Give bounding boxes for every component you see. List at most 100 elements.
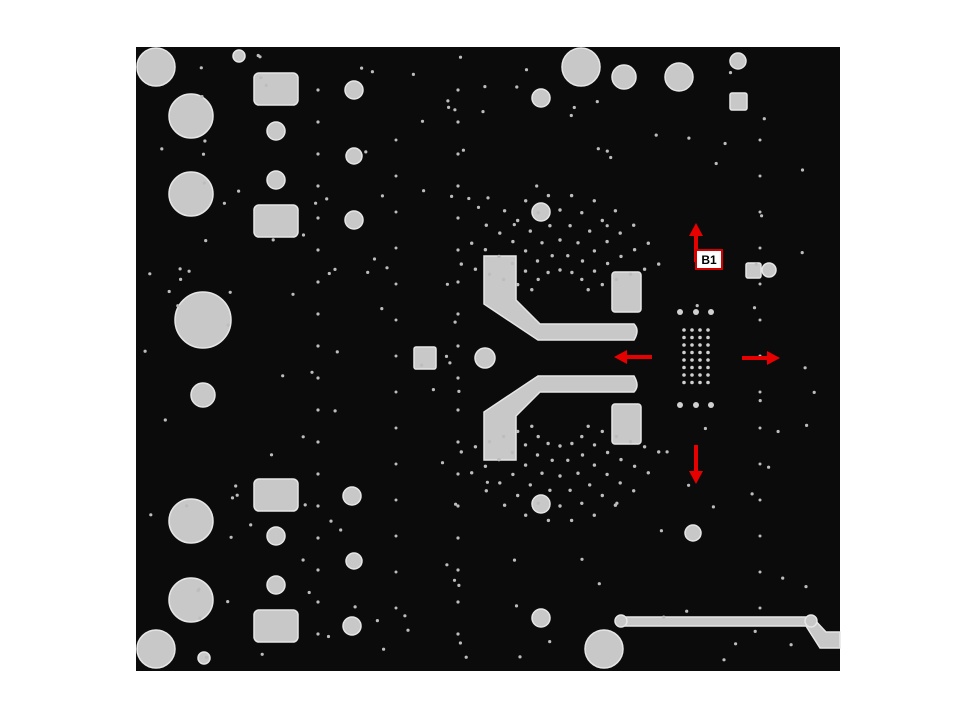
via (291, 292, 295, 296)
via (456, 632, 460, 636)
through-hole-pad (168, 93, 214, 139)
via (588, 483, 592, 487)
via (446, 99, 450, 103)
via (454, 502, 458, 506)
via (646, 471, 650, 475)
via (511, 239, 515, 244)
via (458, 55, 463, 59)
via (498, 481, 502, 485)
via (776, 429, 780, 434)
via (642, 445, 647, 449)
via (618, 481, 622, 485)
bga-ball (706, 380, 710, 385)
via-pad (664, 62, 694, 92)
via (456, 408, 460, 412)
via (301, 233, 306, 237)
bga-ball (698, 380, 702, 385)
bga-ball (693, 309, 699, 315)
via (665, 450, 669, 454)
via (580, 211, 584, 215)
via (226, 323, 230, 327)
rf-trace-lower (483, 375, 638, 461)
via (422, 189, 426, 193)
via (467, 196, 471, 201)
via (230, 496, 235, 500)
via (576, 241, 580, 245)
via-pad (684, 524, 702, 542)
via (516, 493, 520, 498)
via (570, 441, 574, 446)
bga-ball (690, 335, 694, 340)
via (353, 605, 357, 609)
b1-label: B1 (701, 253, 717, 267)
bga-ball (690, 358, 694, 362)
via (450, 194, 454, 198)
via (523, 269, 528, 273)
via (163, 418, 167, 422)
via-pad (342, 616, 362, 636)
via (237, 189, 241, 193)
via (511, 472, 515, 477)
via (592, 463, 597, 467)
bga-ball (698, 343, 702, 347)
via (473, 267, 478, 271)
via (523, 443, 528, 447)
via-pad (344, 80, 364, 100)
via (632, 248, 637, 252)
via (316, 600, 320, 604)
via (516, 282, 520, 287)
via (204, 655, 209, 659)
via (394, 498, 398, 502)
via (614, 434, 619, 439)
via (470, 471, 474, 475)
via (695, 304, 699, 308)
bga-ball (698, 328, 702, 332)
via (143, 349, 147, 353)
via (487, 272, 492, 276)
bga-ball (682, 365, 686, 370)
via (804, 585, 808, 589)
via (781, 576, 785, 580)
via (148, 272, 152, 276)
via (758, 282, 762, 286)
via (310, 370, 314, 374)
via (528, 229, 532, 233)
via (752, 306, 757, 310)
via (201, 152, 206, 156)
via (501, 434, 506, 439)
via (523, 463, 528, 467)
via-pad (804, 614, 818, 628)
via (568, 488, 572, 492)
via (335, 350, 339, 354)
via-pad (614, 614, 628, 628)
via (487, 440, 492, 444)
via (600, 429, 604, 434)
via (394, 426, 398, 430)
via (588, 229, 592, 233)
via (605, 149, 609, 153)
via (456, 120, 460, 124)
via (576, 471, 580, 475)
bga-ball (698, 350, 702, 355)
via (394, 210, 398, 214)
via (659, 529, 664, 533)
via (572, 105, 576, 110)
via (546, 193, 551, 198)
via (303, 503, 307, 507)
via (464, 655, 468, 659)
via (596, 147, 600, 151)
via (632, 464, 637, 468)
via (546, 518, 551, 523)
via (316, 184, 320, 188)
via (459, 262, 463, 266)
via (327, 271, 331, 276)
b1-annotation: B1 (614, 223, 780, 484)
via (632, 489, 636, 493)
via (618, 231, 622, 235)
bga-ball (693, 402, 699, 408)
via (484, 489, 488, 493)
via (568, 224, 572, 228)
via (592, 269, 597, 273)
via (515, 85, 519, 89)
via (316, 152, 320, 156)
